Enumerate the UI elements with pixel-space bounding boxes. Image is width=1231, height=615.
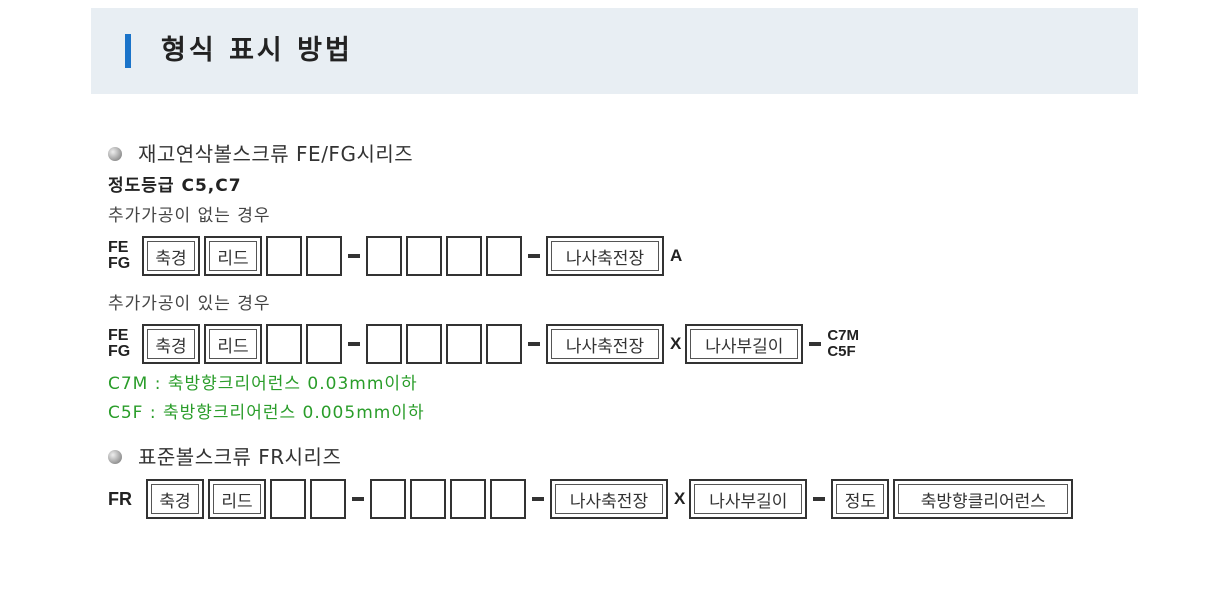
- prefix-fg: FG: [108, 343, 131, 360]
- case-extra-label: 추가가공이 있는 경우: [108, 294, 271, 314]
- blank-box: [306, 236, 342, 276]
- series-prefix: FE FG: [108, 328, 138, 360]
- axial-clearance-box: 축방향클리어런스: [893, 479, 1074, 519]
- suffix-c7m: C7M: [827, 327, 860, 344]
- dash-separator: [348, 254, 360, 258]
- x-separator: X: [670, 334, 682, 353]
- blank-box: [406, 324, 442, 364]
- blank-box: [406, 236, 442, 276]
- prefix-fe: FE: [108, 239, 129, 256]
- fr-section-title: 표준볼스크류 FR시리즈: [138, 445, 342, 469]
- blank-box: [366, 324, 402, 364]
- lead-box: 리드: [204, 236, 262, 276]
- blank-box: [366, 236, 402, 276]
- blank-box: [410, 479, 446, 519]
- note-c7m: C7M : 축방향크리어런스 0.03mm이하: [108, 374, 418, 394]
- note-c5f: C5F : 축방향크리어런스 0.005mm이하: [108, 403, 425, 423]
- header-accent-bar: [125, 34, 131, 68]
- model-code-row-no-extra: FE FG 축경 리드 나사축전장 A: [108, 236, 686, 276]
- suffix-a: A: [670, 246, 683, 265]
- shaft-dia-label: 축경: [151, 484, 199, 514]
- thread-length-box: 나사축전장: [550, 479, 668, 519]
- shaft-dia-box: 축경: [142, 324, 200, 364]
- blank-box: [310, 479, 346, 519]
- thread-length-box: 나사축전장: [546, 324, 664, 364]
- clearance-suffix: C7M C5F: [827, 328, 859, 360]
- blank-box: [306, 324, 342, 364]
- axial-clearance-label: 축방향클리어런스: [898, 484, 1069, 514]
- blank-box: [446, 324, 482, 364]
- grade-box: 정도: [831, 479, 890, 519]
- shaft-dia-box: 축경: [142, 236, 200, 276]
- dash-separator: [528, 342, 540, 346]
- dash-separator: [532, 497, 544, 501]
- page-title: 형식 표시 방법: [161, 35, 353, 66]
- dash-separator: [348, 342, 360, 346]
- blank-box: [266, 236, 302, 276]
- thread-length-label: 나사축전장: [551, 241, 659, 271]
- suffix-c5f: C5F: [827, 343, 856, 360]
- fe-fg-section-title: 재고연삭볼스크류 FE/FG시리즈: [138, 142, 414, 166]
- thread-length-box: 나사축전장: [546, 236, 664, 276]
- thread-part-length-box: 나사부길이: [689, 479, 808, 519]
- prefix-fg: FG: [108, 255, 131, 272]
- dash-separator: [813, 497, 826, 501]
- prefix-fe: FE: [108, 327, 129, 344]
- thread-part-length-box: 나사부길이: [685, 324, 804, 364]
- blank-box: [490, 479, 526, 519]
- blank-box: [370, 479, 406, 519]
- thread-length-label: 나사축전장: [551, 329, 659, 359]
- shaft-dia-label: 축경: [147, 241, 195, 271]
- fe-fg-grade: 정도등급 C5,C7: [108, 176, 242, 196]
- blank-box: [446, 236, 482, 276]
- dash-separator: [809, 342, 822, 346]
- blank-box: [270, 479, 306, 519]
- thread-part-length-label: 나사부길이: [690, 329, 799, 359]
- thread-length-label: 나사축전장: [555, 484, 663, 514]
- series-prefix: FE FG: [108, 240, 138, 272]
- shaft-dia-label: 축경: [147, 329, 195, 359]
- bullet-icon: [108, 147, 122, 161]
- dash-separator: [528, 254, 540, 258]
- blank-box: [450, 479, 486, 519]
- x-separator: X: [674, 489, 686, 508]
- model-code-row-extra: FE FG 축경 리드 나사축전장 X 나사부길이 C7M C5F: [108, 324, 859, 364]
- bullet-icon: [108, 450, 122, 464]
- lead-label: 리드: [209, 241, 257, 271]
- grade-label: 정도: [836, 484, 885, 514]
- series-prefix-fr: FR: [108, 488, 132, 509]
- page-header: 형식 표시 방법: [91, 8, 1138, 94]
- dash-separator: [352, 497, 364, 501]
- lead-label: 리드: [209, 329, 257, 359]
- thread-part-length-label: 나사부길이: [694, 484, 803, 514]
- lead-box: 리드: [208, 479, 266, 519]
- lead-box: 리드: [204, 324, 262, 364]
- blank-box: [486, 324, 522, 364]
- case-no-extra-label: 추가가공이 없는 경우: [108, 206, 271, 226]
- lead-label: 리드: [213, 484, 261, 514]
- blank-box: [266, 324, 302, 364]
- blank-box: [486, 236, 522, 276]
- model-code-row-fr: FR 축경 리드 나사축전장 X 나사부길이 정도 축방향클리어런스: [108, 479, 1077, 519]
- shaft-dia-box: 축경: [146, 479, 204, 519]
